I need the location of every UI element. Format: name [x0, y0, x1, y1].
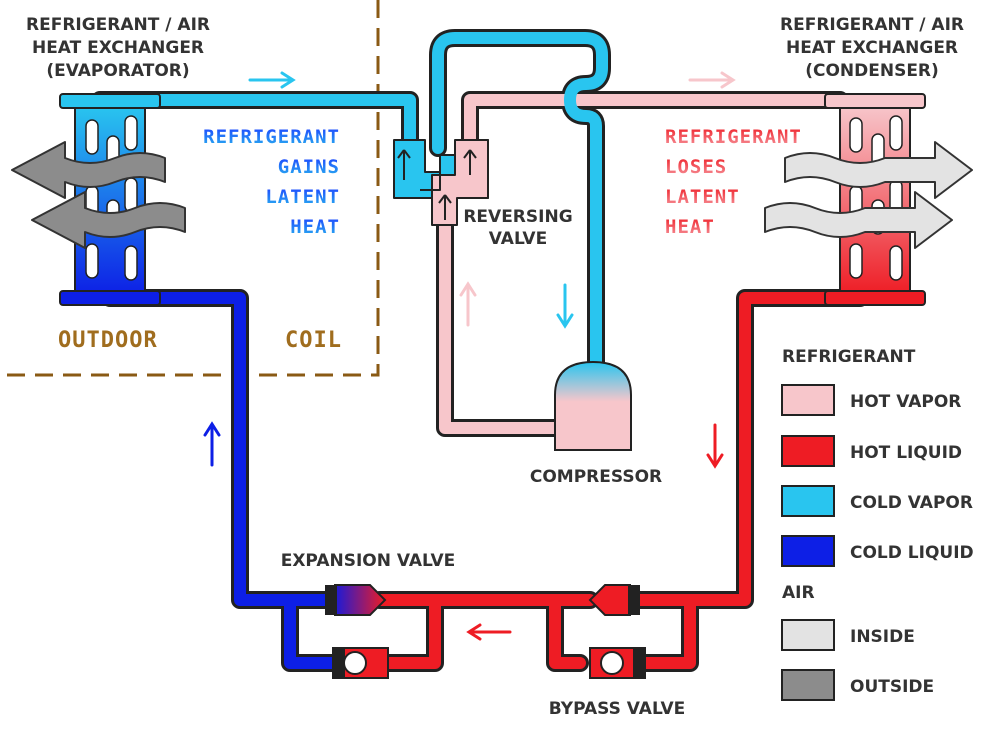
condenser-heat-exchanger	[824, 93, 926, 306]
condenser-title: REFRIGERANT / AIR HEAT EXCHANGER (CONDEN…	[780, 15, 964, 81]
expansion-check-valve	[332, 647, 389, 679]
bypass-expansion-valve	[588, 584, 640, 616]
legend-refrigerant-title: REFRIGERANT	[782, 347, 916, 367]
legend-label-cold-vapor: COLD VAPOR	[850, 493, 973, 513]
flow-arrow-hot-vapor-top	[688, 71, 736, 89]
legend: REFRIGERANT HOT VAPOR HOT LIQUID COLD VA…	[781, 347, 974, 701]
legend-label-hot-vapor: HOT VAPOR	[850, 392, 961, 412]
legend-swatch-cold-liquid	[781, 535, 835, 567]
evaporator-title: REFRIGERANT / AIR HEAT EXCHANGER (EVAPOR…	[26, 15, 210, 81]
evaporator-note-line-2: GAINS	[278, 156, 340, 178]
flow-arrow-cold-liquid-up	[203, 421, 221, 467]
flow-arrow-hot-liquid-left	[466, 623, 512, 641]
expansion-valve-label: EXPANSION VALVE	[281, 551, 456, 571]
reversing-valve-label-line-2: VALVE	[489, 229, 547, 249]
bypass-valve-label: BYPASS VALVE	[549, 699, 685, 719]
evaporator-note-line-1: REFRIGERANT	[203, 126, 340, 148]
flow-arrow-hot-liquid-down	[706, 423, 724, 469]
evaporator-bottom-header	[59, 290, 161, 306]
legend-swatch-outside	[781, 669, 835, 701]
legend-swatch-cold-vapor	[781, 485, 835, 517]
reversing-valve-label-line-1: REVERSING	[463, 207, 572, 227]
evaporator-title-line-2: HEAT EXCHANGER	[32, 38, 204, 58]
pipe-hot-liquid-outline-5	[376, 591, 444, 672]
evaporator-note: REFRIGERANT GAINS LATENT HEAT	[203, 126, 340, 238]
condenser-note-line-2: LOSES	[665, 156, 727, 178]
flow-arrow-cold-vapor-top	[248, 71, 296, 89]
condenser-note-line-4: HEAT	[665, 216, 715, 238]
evaporator-title-line-3: (EVAPORATOR)	[46, 61, 189, 81]
pipes	[91, 29, 869, 672]
legend-swatch-inside	[781, 619, 835, 651]
condenser-title-line-1: REFRIGERANT / AIR	[780, 15, 964, 35]
condenser-top-header	[824, 93, 926, 109]
evaporator-top-header	[59, 93, 161, 109]
evaporator-title-line-1: REFRIGERANT / AIR	[26, 15, 210, 35]
outside-air-arrows	[11, 141, 186, 249]
legend-label-inside: INSIDE	[850, 627, 915, 647]
legend-label-cold-liquid: COLD LIQUID	[850, 543, 974, 563]
condenser-bottom-header	[824, 290, 926, 306]
flow-arrow-cold-vapor-down	[556, 283, 574, 329]
bypass-check-valve	[589, 647, 646, 679]
outdoor-coil-boundary	[0, 0, 380, 377]
evaporator-note-line-4: HEAT	[290, 216, 340, 238]
expansion-valve	[325, 584, 387, 616]
condenser-note: REFRIGERANT LOSES LATENT HEAT	[665, 126, 802, 238]
condenser-note-line-1: REFRIGERANT	[665, 126, 802, 148]
legend-air-title: AIR	[782, 583, 815, 603]
flow-arrows	[203, 71, 736, 641]
legend-swatch-hot-liquid	[781, 435, 835, 467]
reversing-valve	[393, 139, 489, 226]
condenser-note-line-3: LATENT	[665, 186, 740, 208]
legend-label-hot-liquid: HOT LIQUID	[850, 443, 962, 463]
coil-label: COIL	[285, 328, 342, 353]
outdoor-label: OUTDOOR	[58, 328, 158, 353]
legend-swatch-hot-vapor	[781, 384, 835, 416]
flow-arrow-hot-vapor-up	[459, 281, 477, 327]
compressor	[554, 360, 632, 451]
legend-label-outside: OUTSIDE	[850, 677, 934, 697]
evaporator-note-line-3: LATENT	[265, 186, 340, 208]
condenser-title-line-2: HEAT EXCHANGER	[786, 38, 958, 58]
compressor-label: COMPRESSOR	[530, 467, 662, 487]
inside-air-arrows	[764, 141, 973, 249]
condenser-title-line-3: (CONDENSER)	[805, 61, 939, 81]
